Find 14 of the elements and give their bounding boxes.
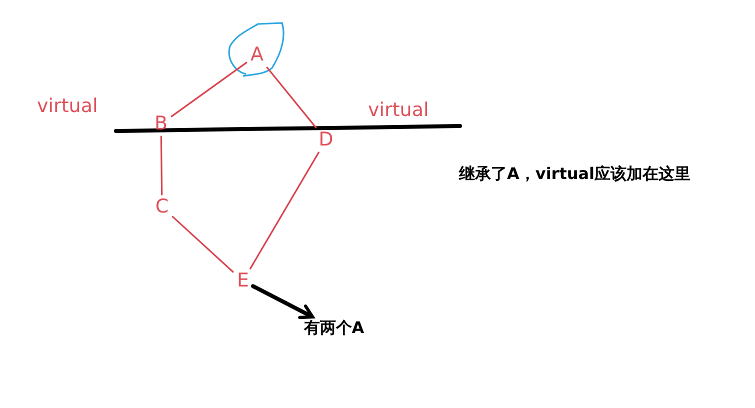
connector-line — [172, 216, 234, 273]
virtual-label: virtual — [37, 95, 98, 117]
note-text: 继承了A，virtual应该加在这里 — [459, 164, 691, 185]
class-label: D — [316, 128, 336, 152]
note-text: 有两个A — [302, 317, 366, 339]
connector-line — [160, 136, 163, 196]
class-label: E — [234, 270, 252, 292]
arrow — [251, 284, 314, 320]
connector-line — [266, 66, 317, 128]
connector-line — [250, 152, 320, 270]
class-label: C — [152, 196, 172, 218]
connector-line — [170, 62, 248, 118]
class-label: A — [248, 44, 266, 66]
virtual-label: virtual — [368, 99, 429, 121]
